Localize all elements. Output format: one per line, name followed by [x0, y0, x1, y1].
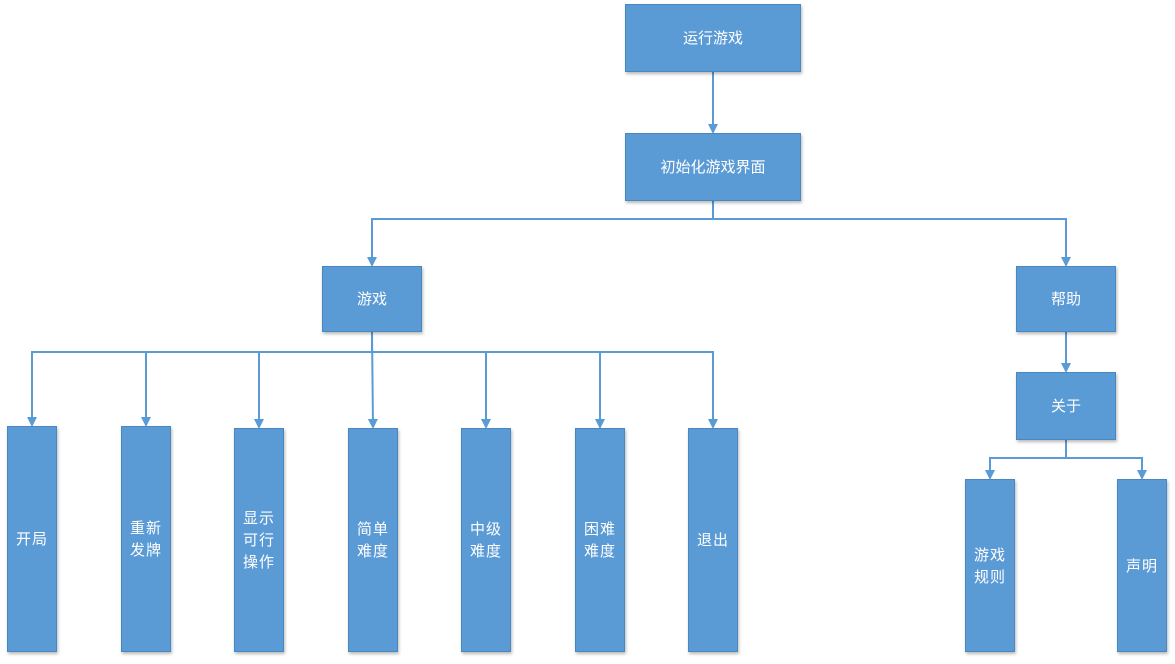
node-medium: 中级难度	[461, 428, 511, 652]
node-init-ui: 初始化游戏界面	[625, 133, 801, 201]
connector-about-statement	[1065, 440, 1147, 480]
node-label: 开局	[15, 530, 48, 548]
node-label: 关于	[1050, 397, 1081, 415]
connector-init-help	[712, 201, 1071, 267]
connector-game-quit	[371, 332, 718, 429]
node-open: 开局	[7, 426, 57, 652]
node-label: 简单难度	[356, 520, 389, 560]
node-label: 中级难度	[469, 520, 502, 560]
node-help: 帮助	[1016, 266, 1116, 332]
node-label: 显示可行操作	[242, 509, 275, 571]
node-label: 游戏规则	[973, 545, 1006, 586]
node-label: 初始化游戏界面	[660, 158, 766, 176]
node-rules: 游戏规则	[965, 479, 1015, 652]
node-statement: 声明	[1117, 479, 1167, 652]
connector-game-open	[27, 332, 373, 427]
node-show-moves: 显示可行操作	[234, 428, 284, 652]
node-run-game: 运行游戏	[625, 4, 801, 72]
node-about: 关于	[1016, 372, 1116, 440]
node-hard: 困难难度	[575, 428, 625, 652]
node-label: 声明	[1125, 556, 1158, 575]
node-label: 退出	[696, 531, 729, 549]
node-quit: 退出	[688, 428, 738, 652]
connector-game-show_moves	[254, 332, 373, 429]
node-easy: 简单难度	[348, 428, 398, 652]
connector-game-medium	[371, 332, 491, 429]
node-label: 重新发牌	[129, 519, 162, 559]
node-label: 运行游戏	[682, 29, 743, 47]
node-redeal: 重新发牌	[121, 426, 171, 652]
connector-init-game	[367, 201, 714, 267]
node-label: 困难难度	[583, 520, 616, 560]
node-label: 游戏	[356, 290, 387, 308]
connector-about-rules	[985, 440, 1067, 480]
node-label: 帮助	[1050, 290, 1081, 308]
node-game: 游戏	[322, 266, 422, 332]
